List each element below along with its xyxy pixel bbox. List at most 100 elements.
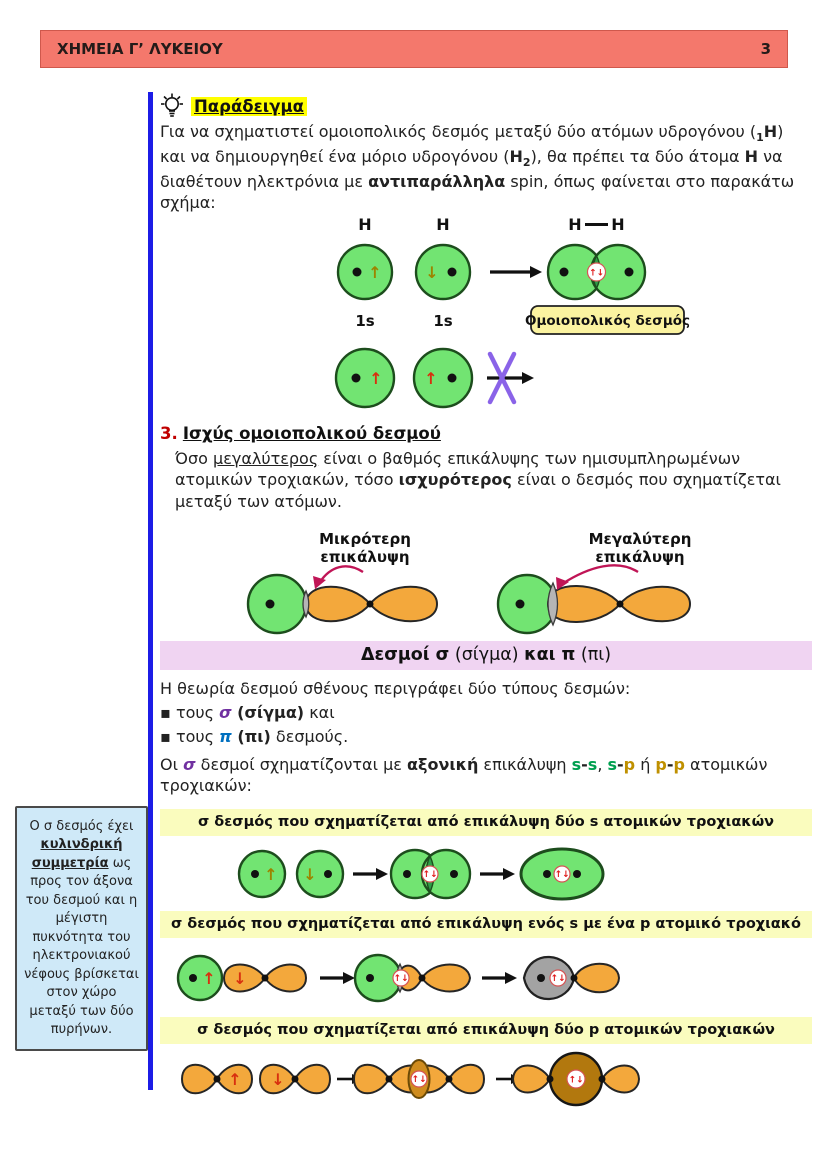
nucleus-dot bbox=[559, 267, 569, 277]
subscript: 2 bbox=[522, 156, 531, 170]
nucleus-dot bbox=[265, 599, 275, 609]
nucleus-dot bbox=[515, 599, 525, 609]
atom-label: H bbox=[436, 215, 449, 234]
ss-overlap-banner: σ δεσμός που σχηματίζεται από επικάλυψη … bbox=[160, 809, 812, 836]
text-segment: ατομικών τροχιακών: bbox=[160, 755, 768, 796]
s-orbital-spin-down: ↓ bbox=[414, 243, 472, 301]
p-orbital-lobe bbox=[180, 1063, 219, 1095]
spin-up-arrow: ↑ bbox=[228, 1070, 241, 1089]
overlap-comparison-diagram: Μικρότερη επικάλυψη Μεγαλύτερη επικάλυψη bbox=[246, 530, 692, 635]
text-segment: Ο σ δεσμός έχει bbox=[29, 819, 134, 834]
overlap-region bbox=[547, 581, 559, 627]
s-letter: s bbox=[587, 755, 598, 774]
pp-overlap-diagram: ↑ ↓ ↑↓ bbox=[180, 1051, 641, 1107]
node-dot bbox=[546, 1075, 554, 1083]
merged-sp-sigma-orbital: ↑↓ bbox=[522, 955, 621, 1001]
atom-label: H bbox=[358, 215, 371, 234]
covalent-bond-label: Ομοιοπολικός δεσμός bbox=[525, 313, 690, 329]
p-orbital-spin-down: ↓ bbox=[222, 963, 308, 993]
s-letter: s bbox=[607, 755, 618, 774]
text-segment: δεσμούς. bbox=[270, 727, 349, 746]
text-segment: Όσο bbox=[175, 449, 214, 468]
spin-pair-chip bbox=[392, 969, 410, 987]
spin-pair-arrows: ↑↓ bbox=[554, 870, 569, 880]
p-orbital-lobe bbox=[258, 1063, 297, 1095]
p-letter: p bbox=[623, 755, 636, 774]
page-number: 3 bbox=[760, 40, 771, 58]
bullet-glyph: ▪ bbox=[160, 703, 171, 722]
text-segment: επικάλυψη bbox=[478, 755, 572, 774]
nucleus-dot bbox=[543, 870, 551, 878]
sigma-symbol: σ bbox=[183, 755, 196, 774]
text-segment: ως προς τον άξονα του δεσμού και η μέγισ… bbox=[24, 855, 139, 1037]
section-3: 3. Ισχύς ομοιοπολικού δεσμού Όσο μεγαλύτ… bbox=[160, 424, 812, 512]
spin-pair-chip bbox=[566, 1069, 586, 1089]
pointer-arrowhead bbox=[556, 577, 569, 590]
banner-segment: Δεσμοί σ bbox=[360, 645, 450, 665]
section-title: Ισχύς ομοιοπολικού δεσμού bbox=[182, 424, 441, 443]
sigma-pi-banner: Δεσμοί σ (σίγμα) και π (πι) bbox=[160, 641, 812, 670]
text-segment: spin, όπως φαίνεται στο παρακάτω σχήμα: bbox=[160, 171, 795, 213]
spin-pair-chip bbox=[421, 865, 439, 883]
node-dot bbox=[385, 1075, 393, 1083]
text-segment: , bbox=[597, 755, 608, 774]
overlapping-s-orbitals: ↑↓ bbox=[546, 243, 647, 301]
text-segment: τους bbox=[175, 727, 220, 746]
merged-pp-sigma-orbital: ↑↓ bbox=[511, 1051, 641, 1107]
large-overlap-label: επικάλυψη bbox=[595, 548, 684, 566]
large-overlap-label: Μεγαλύτερη bbox=[589, 530, 692, 548]
node-dot bbox=[570, 974, 578, 982]
nucleus-dot bbox=[573, 870, 581, 878]
pointer-arrowhead bbox=[313, 576, 326, 589]
text-segment: H bbox=[763, 122, 778, 141]
text-segment: να διαθέτουν ηλεκτρόνια με bbox=[160, 146, 783, 191]
cross-stroke bbox=[487, 351, 517, 405]
p-orbital-spin-up: ↑ bbox=[180, 1063, 254, 1095]
pi-symbol: π bbox=[219, 727, 232, 746]
spin-pair-arrows: ↑↓ bbox=[568, 1076, 583, 1086]
orbital-label-1s: 1s bbox=[433, 312, 452, 330]
s-orbital-spin-up: ↑ bbox=[176, 954, 224, 1002]
crossed-out-arrow bbox=[487, 351, 534, 405]
hydrogen-bond-diagram: H H ↑ ↓ H H ↑↓ 1s 1s bbox=[336, 215, 690, 335]
s-orbital-spin-down: ↓ bbox=[295, 849, 345, 899]
p-orbital-lobe bbox=[511, 1064, 552, 1094]
text-segment: ) και να δημιουργηθεί ένα μόριο υδρογόνο… bbox=[160, 122, 784, 166]
bullet-pi: ▪ τους π (πι) δεσμούς. bbox=[160, 726, 812, 747]
p-letter: p bbox=[673, 755, 685, 774]
merged-sigma-orbital: ↑↓ bbox=[519, 847, 605, 901]
s-letter: s bbox=[571, 755, 582, 774]
spin-pair-arrows: ↑↓ bbox=[411, 1075, 426, 1085]
p-orbital-lobe bbox=[222, 963, 267, 993]
node-dot bbox=[213, 1075, 221, 1083]
reaction-arrow bbox=[490, 266, 542, 278]
small-overlap-label: Μικρότερη bbox=[319, 530, 411, 548]
ss-overlap-diagram: ↑ ↓ ↑↓ ↑↓ bbox=[237, 847, 605, 901]
reaction-arrow bbox=[482, 972, 517, 984]
text-segment: H bbox=[744, 146, 758, 166]
nucleus-dot bbox=[450, 870, 458, 878]
p-orbital-lobe bbox=[420, 963, 472, 993]
spin-up-arrow: ↑ bbox=[202, 969, 215, 988]
spin-up-arrow: ↑ bbox=[369, 369, 382, 388]
spin-pair-chip bbox=[549, 969, 567, 987]
bonded-atom-label: H bbox=[568, 215, 581, 234]
s-orbital-spin-up: ↑ bbox=[237, 849, 287, 899]
lightbulb-icon bbox=[161, 93, 183, 117]
overlapping-pp-orbitals: ↑↓ bbox=[352, 1059, 486, 1099]
spin-up-arrow: ↑ bbox=[264, 865, 277, 884]
banner-segment: (πι) bbox=[575, 645, 612, 665]
nucleus-dot bbox=[351, 373, 361, 383]
nucleus-dot bbox=[537, 974, 545, 982]
banner-segment: (σίγμα) bbox=[449, 645, 525, 665]
p-orbital-lobe bbox=[293, 1063, 332, 1095]
spin-pair-chip bbox=[586, 262, 607, 282]
sp-overlap-diagram: ↑ ↓ ↑↓ ↑↓ bbox=[176, 953, 621, 1003]
p-orbital-lobe bbox=[368, 585, 439, 623]
page-header: ΧΗΜΕΙΑ Γ’ ΛΥΚΕΙΟΥ 3 bbox=[40, 30, 788, 68]
section-number: 3. bbox=[160, 424, 178, 443]
p-orbital-lobe bbox=[600, 1064, 641, 1094]
valence-intro: Η θεωρία δεσμού σθένους περιγράφει δύο τ… bbox=[160, 678, 812, 699]
p-orbital-lobe bbox=[215, 1063, 254, 1095]
